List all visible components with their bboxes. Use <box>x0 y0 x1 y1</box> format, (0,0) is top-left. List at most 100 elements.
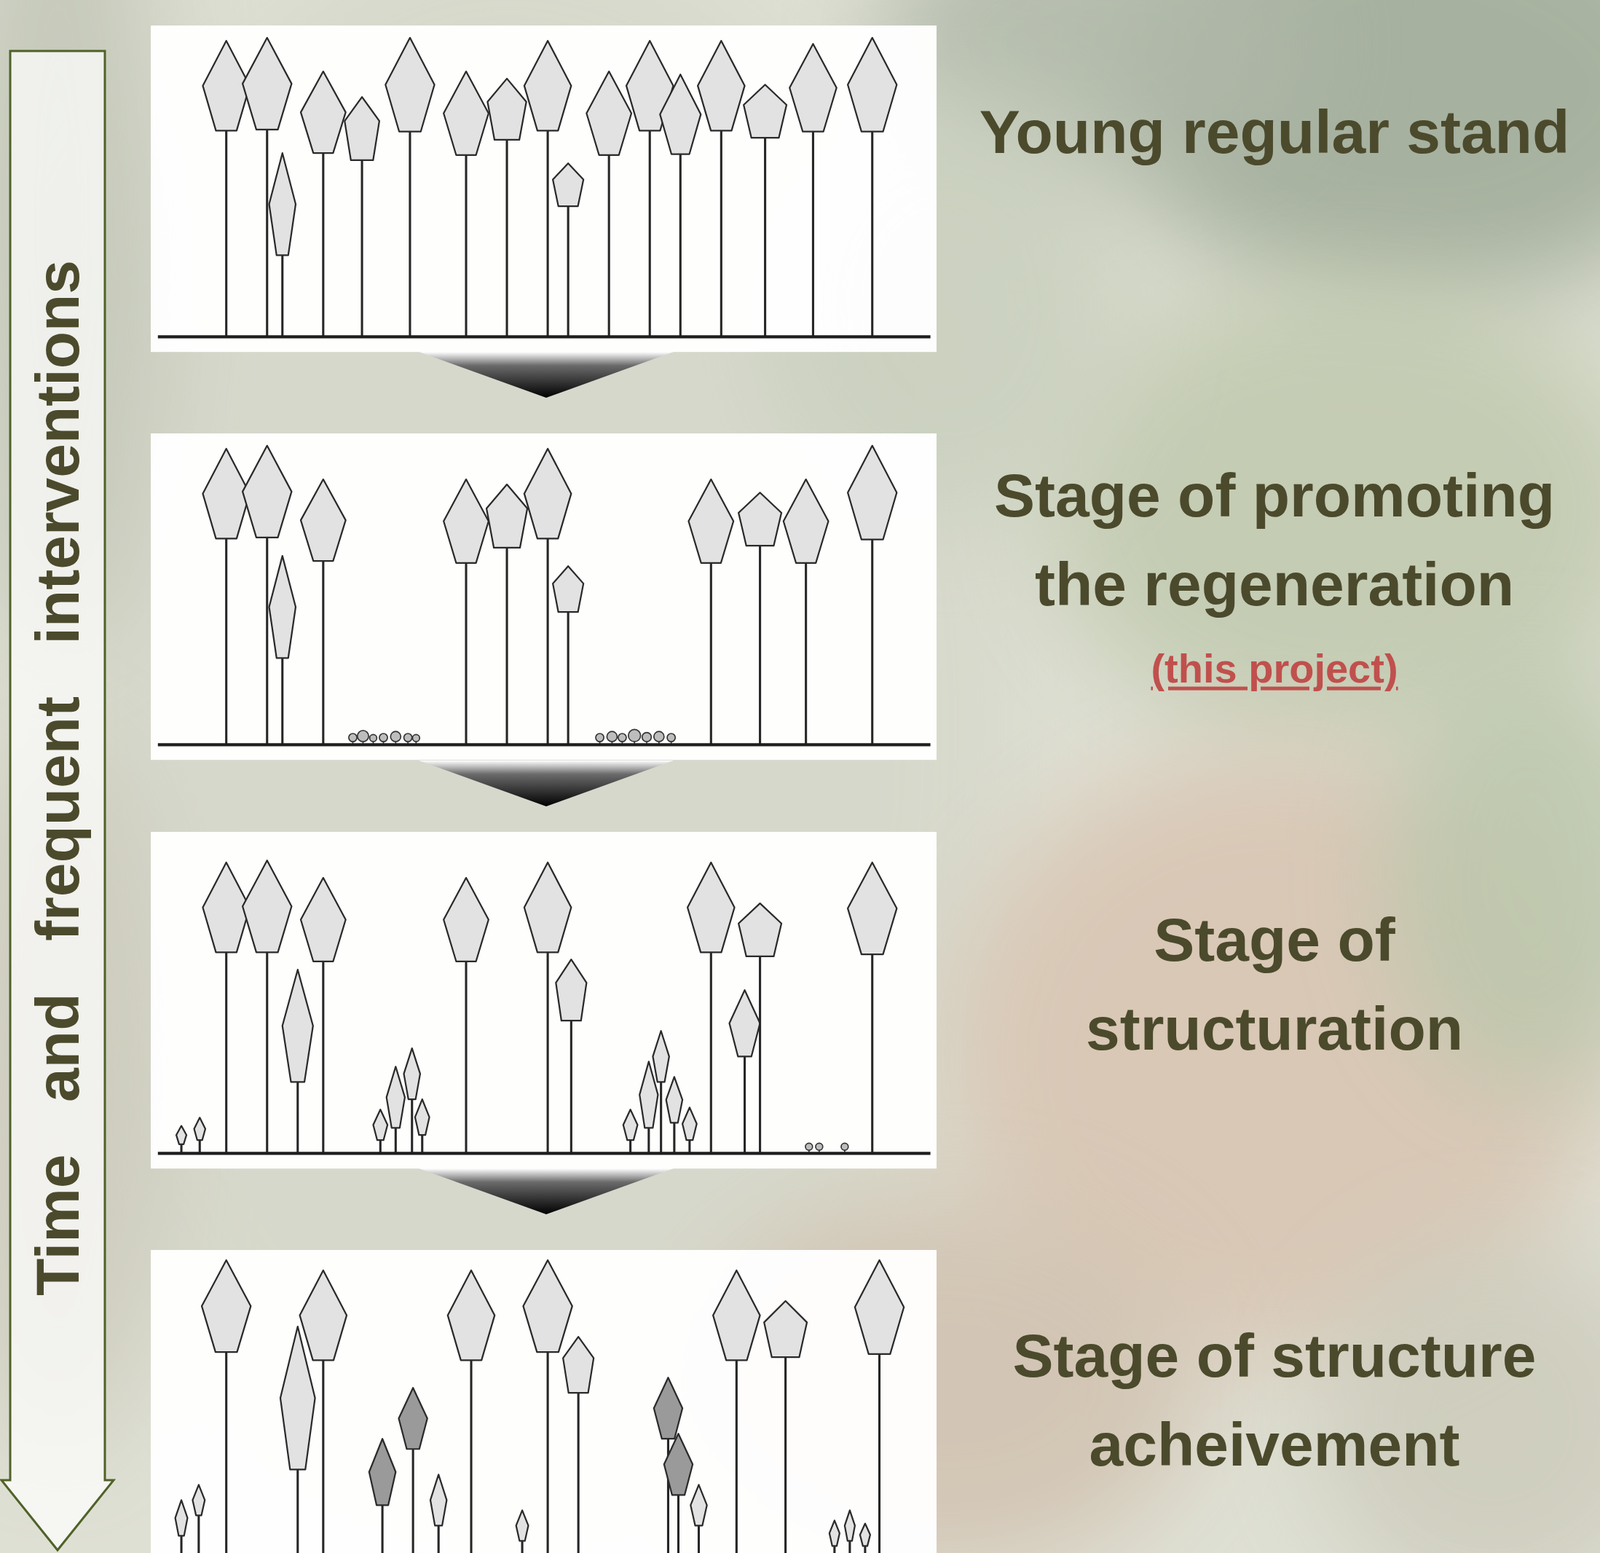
ground-line <box>158 335 931 338</box>
stage-label-box: Stage of structuration <box>997 895 1552 1074</box>
stage-label: Young regular stand <box>961 88 1588 177</box>
tree-crown <box>447 1270 495 1360</box>
tree-crown <box>282 969 314 1082</box>
seedling <box>357 730 369 742</box>
tree-crown <box>175 1499 188 1536</box>
tree-crown <box>372 1109 388 1140</box>
stage-arrow <box>418 1168 674 1215</box>
tree-trunk <box>763 111 767 338</box>
tree-crown <box>844 1509 855 1541</box>
tree-crown <box>555 959 587 1021</box>
seedling <box>379 733 388 742</box>
tree-crown <box>300 71 346 153</box>
tree-crown <box>300 877 346 962</box>
seedling <box>653 731 665 742</box>
tree-crown <box>242 860 292 952</box>
stage-label: Stage of structuration <box>997 895 1552 1074</box>
tree-crown <box>659 74 701 154</box>
ground-line <box>158 1151 931 1155</box>
seedling <box>628 728 641 742</box>
tree-crown <box>524 448 571 539</box>
tree-crown <box>516 1509 529 1541</box>
seedling <box>404 733 413 742</box>
panel-ground <box>150 433 937 760</box>
seedling <box>606 731 617 742</box>
stage-label-box: (this project) <box>961 642 1588 696</box>
seedling <box>805 1142 813 1150</box>
tree-crown <box>176 1125 187 1145</box>
tree-crown <box>524 40 571 131</box>
tree-crown <box>487 78 526 140</box>
tree-crown <box>385 37 435 132</box>
tree-trunk <box>758 929 762 1154</box>
tree-crown <box>300 479 346 561</box>
stand-panel <box>150 831 937 1169</box>
tree-crown <box>690 1484 707 1525</box>
tree-crown <box>687 862 735 952</box>
stage-label-box: Stage of promoting the regeneration <box>961 451 1588 630</box>
stand-panel <box>150 25 937 352</box>
arrow-text-wrap: Time and frequent interventions <box>21 259 94 1296</box>
seedling <box>815 1142 823 1150</box>
tree-crown <box>653 1377 683 1439</box>
tree-crown <box>729 989 761 1056</box>
stage-label: Stage of promoting the regeneration <box>961 451 1588 630</box>
ground-line <box>158 742 931 746</box>
tree-group <box>202 37 897 338</box>
stage-label-box: Young regular stand <box>961 88 1588 177</box>
tree-crown <box>194 1117 206 1140</box>
tree-crown <box>652 1030 669 1082</box>
tree-crown <box>344 96 380 161</box>
tree-crown <box>682 1106 697 1140</box>
tree-crown <box>443 479 489 563</box>
tree-crown <box>386 1066 405 1128</box>
tree-crown <box>738 903 782 957</box>
arrow-outline <box>1 50 114 1550</box>
tree-crown <box>486 484 528 548</box>
tree-crown <box>789 43 837 132</box>
tree-crown <box>552 565 584 612</box>
tree-crown <box>688 479 734 563</box>
tree-trunk <box>784 1329 787 1553</box>
tree-crown <box>242 445 292 538</box>
stand-panel <box>150 1249 937 1553</box>
tree-trunk <box>506 516 509 746</box>
panel-ground <box>150 25 937 352</box>
tree-crown <box>269 555 296 658</box>
tree-crown <box>524 862 571 952</box>
tree-crown <box>369 1438 396 1505</box>
seedling <box>348 733 357 742</box>
tree-crown <box>829 1519 840 1546</box>
tree-crown <box>847 862 897 955</box>
tree-group <box>202 445 897 746</box>
tree-crown <box>743 84 787 138</box>
tree-crown <box>623 1109 638 1140</box>
tree-crown <box>783 479 829 563</box>
tree-crown <box>763 1300 807 1357</box>
seedling <box>390 731 401 742</box>
time-arrow: Time and frequent interventions <box>0 48 118 1553</box>
tree-crown <box>192 1484 205 1515</box>
tree-crown <box>269 152 296 255</box>
tree-crown <box>738 492 782 546</box>
tree-crown <box>522 1259 572 1352</box>
tree-crown <box>552 163 584 207</box>
tree-crown <box>443 71 489 156</box>
tree-crown <box>242 37 292 130</box>
tree-crown <box>562 1336 594 1393</box>
tree-crown <box>847 445 897 540</box>
tree-crown <box>854 1259 904 1354</box>
tree-crown <box>430 1474 447 1525</box>
tree-trunk <box>567 184 570 338</box>
tree-crown <box>847 37 897 132</box>
tree-trunk <box>506 109 509 337</box>
tree-crown <box>415 1098 430 1135</box>
seedling <box>841 1142 849 1150</box>
tree-crown <box>399 1387 428 1449</box>
axis-label: Time and frequent interventions <box>21 259 94 1296</box>
tree-crown <box>666 1076 683 1123</box>
